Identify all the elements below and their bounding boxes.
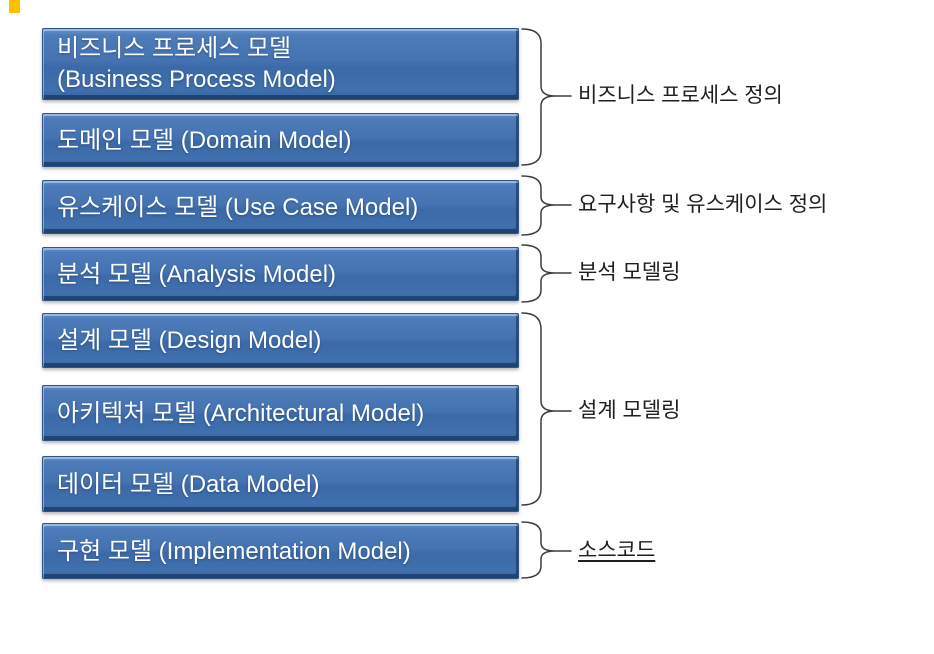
box-label: 도메인 모델 (Domain Model)	[57, 126, 352, 154]
box-label-en: (Business Process Model)	[57, 66, 336, 93]
box-label: 유스케이스 모델 (Use Case Model)	[57, 193, 419, 221]
box-label: 아키텍처 모델 (Architectural Model)	[57, 399, 425, 427]
group-label-business-process-definition: 비즈니스 프로세스 정의	[578, 84, 783, 107]
box-analysis-model: 분석 모델 (Analysis Model)	[42, 247, 519, 301]
box-domain-model: 도메인 모델 (Domain Model)	[42, 113, 519, 167]
group-label-design-modeling: 설계 모델링	[578, 399, 681, 422]
brace-source-code	[521, 521, 572, 579]
group-label-analysis-modeling: 분석 모델링	[578, 261, 681, 284]
brace-design-modeling	[521, 312, 572, 506]
box-label: 데이터 모델 (Data Model)	[57, 470, 320, 498]
box-label: 분석 모델 (Analysis Model)	[57, 260, 337, 288]
box-implementation-model: 구현 모델 (Implementation Model)	[42, 523, 519, 579]
slide-bullet-marker	[9, 0, 20, 13]
box-label: 구현 모델 (Implementation Model)	[57, 537, 411, 565]
brace-analysis-modeling	[521, 244, 572, 303]
group-label-source-code: 소스코드	[578, 539, 656, 562]
box-use-case-model: 유스케이스 모델 (Use Case Model)	[42, 180, 519, 234]
box-label: 설계 모델 (Design Model)	[57, 327, 322, 354]
box-data-model: 데이터 모델 (Data Model)	[42, 456, 519, 512]
group-label-requirements-usecase-definition: 요구사항 및 유스케이스 정의	[578, 193, 828, 216]
brace-business-process-definition	[521, 28, 572, 166]
box-business-process-model: 비즈니스 프로세스 모델 (Business Process Model)	[42, 28, 519, 100]
brace-requirements-usecase-definition	[521, 175, 572, 236]
box-architectural-model: 아키텍처 모델 (Architectural Model)	[42, 385, 519, 441]
box-label: 비즈니스 프로세스 모델	[57, 35, 292, 62]
box-design-model: 설계 모델 (Design Model)	[42, 313, 519, 368]
